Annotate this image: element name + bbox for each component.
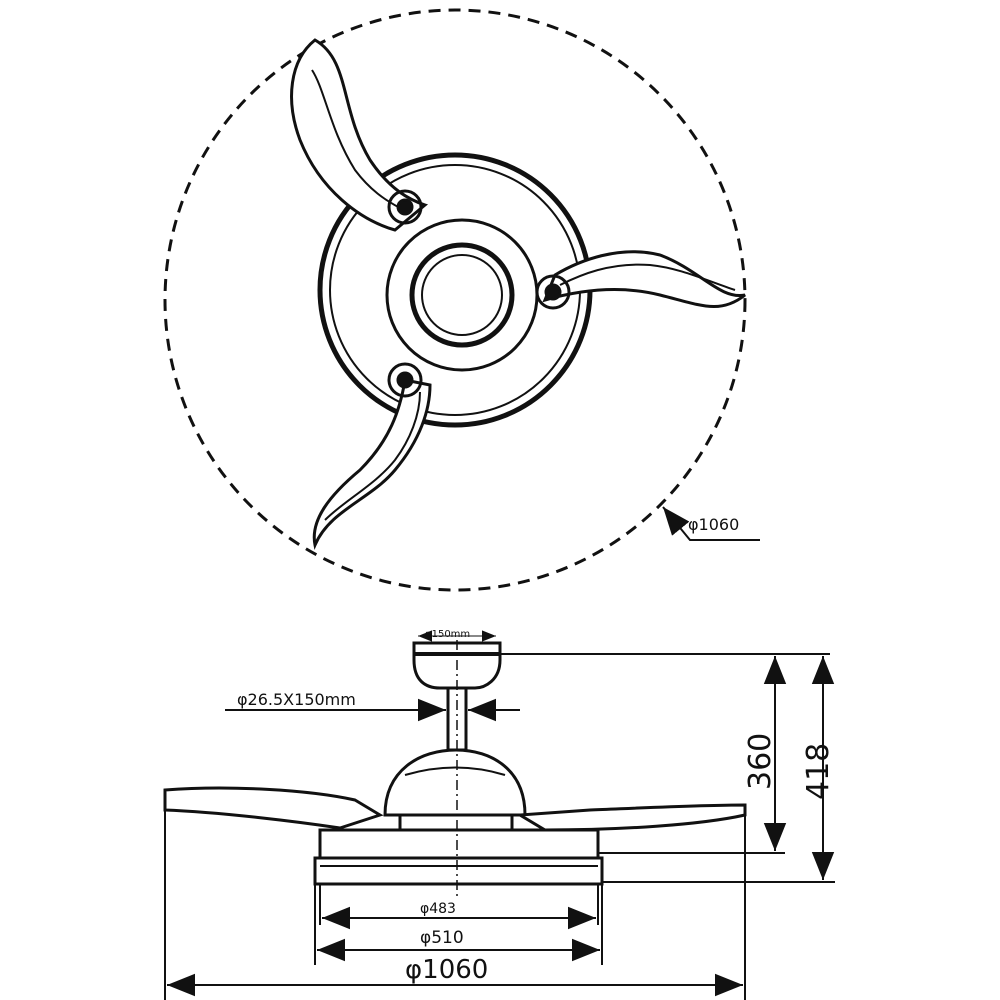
- top-view: [163, 8, 760, 592]
- blade-top-left: [290, 38, 429, 232]
- downrod-label: φ26.5X150mm: [237, 690, 356, 709]
- sweep-label: φ1060: [405, 955, 488, 985]
- motor-housing: [383, 748, 527, 817]
- light-ring: [409, 242, 515, 348]
- canopy-label: φ150mm: [425, 629, 470, 640]
- blade-bottom-left: [312, 378, 432, 551]
- height-360-label: 360: [743, 733, 778, 790]
- blade-right-side: [515, 803, 747, 832]
- blade-left: [163, 786, 384, 830]
- blade-bolt: [387, 189, 423, 225]
- blade-bolt: [535, 274, 571, 310]
- blade-right: [542, 250, 746, 309]
- side-view: [163, 630, 835, 1000]
- light-housing: [318, 828, 600, 860]
- light-outer-label: φ510: [420, 928, 464, 948]
- light-base: [313, 856, 604, 886]
- top-sweep-label: φ1060: [688, 515, 739, 534]
- height-418-label: 418: [801, 743, 836, 800]
- light-inner-label: φ483: [420, 901, 456, 917]
- blade-bolt: [387, 362, 423, 398]
- blade-sweep-circle: [163, 8, 747, 592]
